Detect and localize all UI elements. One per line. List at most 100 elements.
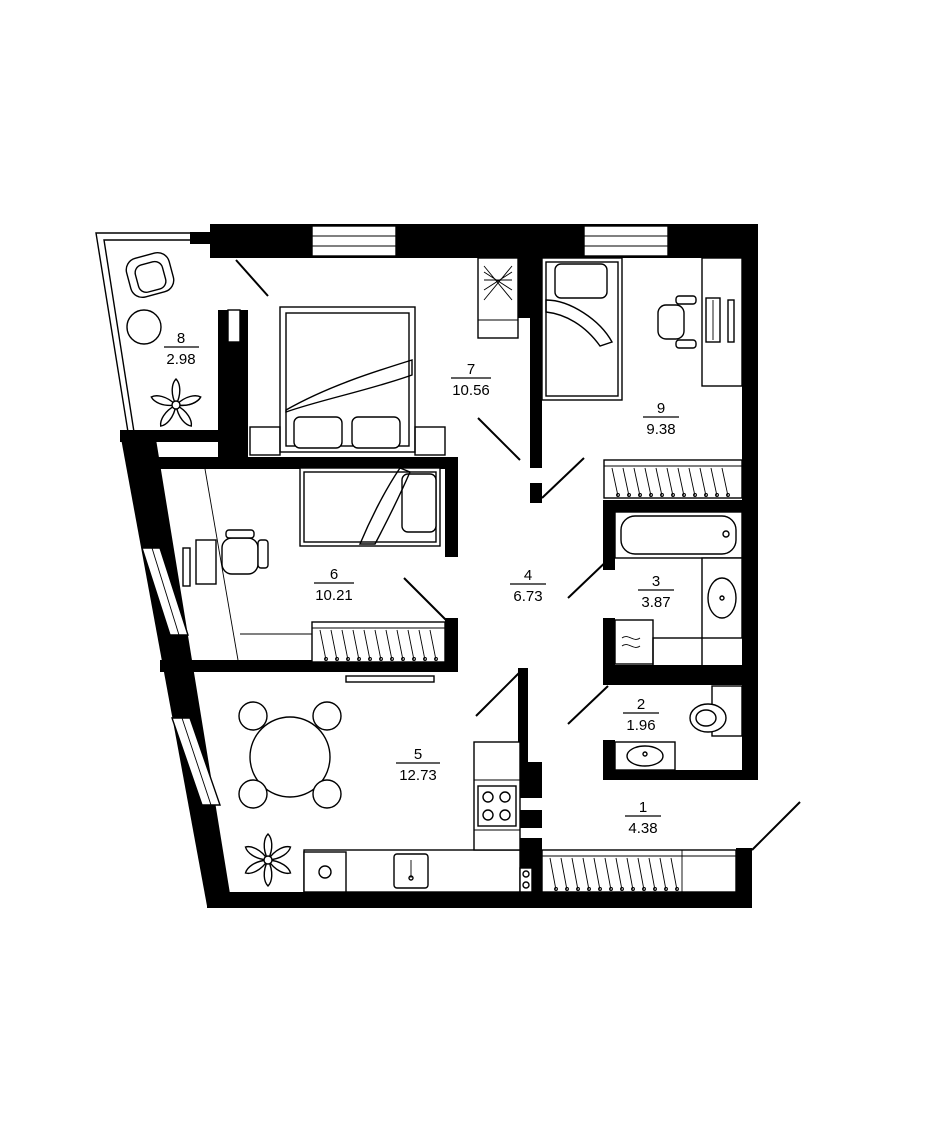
wc-sink-icon bbox=[614, 741, 676, 771]
hanger-line bbox=[699, 467, 707, 497]
hanger-line bbox=[549, 857, 557, 891]
hanger-line bbox=[721, 467, 729, 497]
hanger-line bbox=[670, 857, 678, 891]
monitor-icon bbox=[727, 299, 735, 343]
dining-table-icon bbox=[238, 701, 342, 809]
room-number: 4 bbox=[524, 567, 532, 584]
hanger-hook bbox=[682, 493, 686, 497]
room-area: 10.56 bbox=[452, 382, 490, 399]
office-chair-icon bbox=[657, 295, 697, 349]
keyboard-6-icon bbox=[195, 539, 217, 585]
room-area: 3.87 bbox=[641, 594, 670, 611]
hanger-hook bbox=[638, 493, 642, 497]
room-label-5: 5 12.73 bbox=[396, 746, 440, 784]
hanger-hook bbox=[627, 493, 631, 497]
hanger-hook bbox=[412, 657, 416, 661]
hanger-hook bbox=[368, 657, 372, 661]
room-number: 3 bbox=[652, 573, 660, 590]
hanger-hook bbox=[609, 887, 613, 891]
bathroom-sink-icon bbox=[701, 557, 743, 639]
room-9-furniture bbox=[541, 257, 743, 499]
room-labels: 8 2.98 7 10.56 9 9.38 6 10.21 4 6.73 3 3… bbox=[164, 330, 679, 837]
hanger-line bbox=[688, 467, 696, 497]
hanger-line bbox=[677, 467, 685, 497]
hanger-hook bbox=[664, 887, 668, 891]
room-2-furniture bbox=[567, 675, 743, 771]
entrance-door-swing bbox=[751, 801, 801, 851]
hanger-line bbox=[626, 857, 634, 891]
room-5-furniture bbox=[238, 671, 533, 893]
washing-machine-icon bbox=[614, 619, 654, 665]
hanger-hook bbox=[565, 887, 569, 891]
hanger-hook bbox=[715, 493, 719, 497]
room-area: 10.21 bbox=[315, 587, 353, 604]
hanger-hook bbox=[335, 657, 339, 661]
door-6-swing bbox=[403, 577, 447, 621]
hanger-hook bbox=[324, 657, 328, 661]
hanger-line bbox=[352, 629, 360, 661]
hanger-line bbox=[655, 467, 663, 497]
hanger-line bbox=[644, 467, 652, 497]
monitor-6-icon bbox=[182, 547, 191, 587]
bed-6-icon bbox=[299, 467, 441, 547]
door-7-entry bbox=[477, 417, 521, 461]
hanger-hook bbox=[726, 493, 730, 497]
hanger-line bbox=[659, 857, 667, 891]
room-area: 6.73 bbox=[513, 588, 542, 605]
hall-wardrobe-icon bbox=[541, 849, 737, 893]
hanger-hook bbox=[704, 493, 708, 497]
hanger-hook bbox=[653, 887, 657, 891]
door-5-swing bbox=[475, 671, 521, 717]
hanger-line bbox=[385, 629, 393, 661]
toilet-icon bbox=[689, 675, 743, 737]
plant-icon bbox=[150, 378, 202, 427]
hanger-hook bbox=[379, 657, 383, 661]
hanger-line bbox=[666, 467, 674, 497]
hanger-hook bbox=[631, 887, 635, 891]
room-label-7: 7 10.56 bbox=[451, 361, 491, 399]
balcony bbox=[95, 232, 202, 433]
hanger-line bbox=[407, 629, 415, 661]
room-area: 2.98 bbox=[166, 351, 195, 368]
room-label-1: 1 4.38 bbox=[625, 799, 661, 837]
round-table-icon bbox=[126, 309, 162, 345]
hanger-line bbox=[560, 857, 568, 891]
hanger-hook bbox=[423, 657, 427, 661]
hanger-hook bbox=[642, 887, 646, 891]
room-label-9: 9 9.38 bbox=[643, 400, 679, 438]
hanger-line bbox=[363, 629, 371, 661]
stove-icon bbox=[477, 785, 517, 827]
windows bbox=[141, 225, 669, 806]
hanger-hook bbox=[390, 657, 394, 661]
keyboard-icon bbox=[705, 297, 721, 343]
hanger-hook bbox=[660, 493, 664, 497]
dishwasher-icon bbox=[519, 867, 533, 893]
hanger-hook bbox=[620, 887, 624, 891]
room-label-8: 8 2.98 bbox=[164, 330, 199, 368]
hanger-hook bbox=[434, 657, 438, 661]
office-chair-6-icon bbox=[221, 529, 269, 575]
hanger-hook bbox=[598, 887, 602, 891]
wardrobe-hangers bbox=[319, 467, 730, 891]
door-9-swing bbox=[541, 457, 585, 499]
hanger-line bbox=[374, 629, 382, 661]
hanger-hook bbox=[649, 493, 653, 497]
room-7-furniture bbox=[235, 257, 521, 461]
hanger-line bbox=[637, 857, 645, 891]
hanger-hook bbox=[401, 657, 405, 661]
wardrobe-9-icon bbox=[603, 459, 743, 499]
tv-icon bbox=[345, 675, 435, 683]
room-number: 2 bbox=[637, 696, 645, 713]
hanger-line bbox=[330, 629, 338, 661]
hanger-line bbox=[648, 857, 656, 891]
fridge-icon bbox=[303, 851, 347, 893]
hanger-hook bbox=[587, 887, 591, 891]
hanger-line bbox=[622, 467, 630, 497]
wardrobe-6-icon bbox=[311, 621, 446, 663]
hanger-hook bbox=[554, 887, 558, 891]
hanger-line bbox=[418, 629, 426, 661]
room-area: 4.38 bbox=[628, 820, 657, 837]
hanger-line bbox=[615, 857, 623, 891]
hanger-hook bbox=[671, 493, 675, 497]
